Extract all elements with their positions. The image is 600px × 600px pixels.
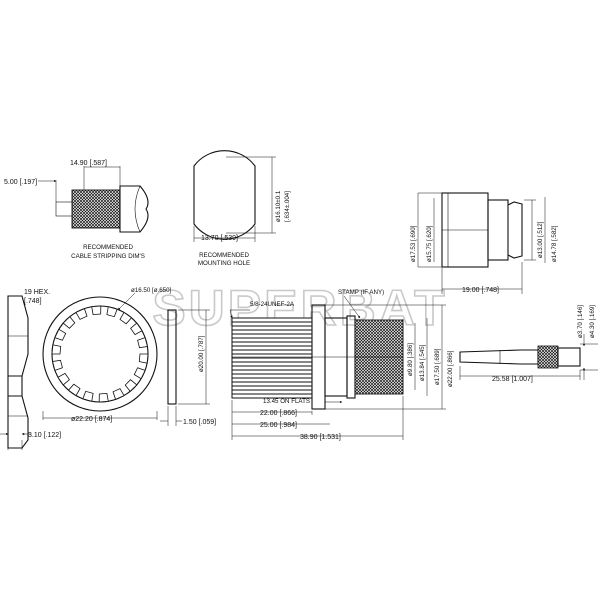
- flats-dim: 13.45 ON FLATS: [263, 398, 310, 405]
- washer-tooth: [82, 390, 94, 402]
- pin-d1: ø3.70 [.146]: [577, 305, 584, 338]
- mounting-hole-view: ø16.10±0.1 [.634±.004] 13.70 [.539] RECO…: [193, 150, 291, 267]
- contact-pin-view: ø3.70 [.146] ø4.30 [.169] 25.58 [1.007]: [459, 305, 598, 383]
- thread-spec: 5/8-24UNEF-2A: [250, 301, 295, 308]
- hole-dia-2: [.634±.004]: [284, 191, 291, 222]
- washer-tooth: [106, 306, 118, 318]
- ferrule-view: ø17.53 [.690] ø15.75 [.620] ø13.00 [.512…: [410, 192, 558, 294]
- washer-outer-dia: ø22.20 [.874]: [71, 416, 112, 423]
- strip-caption-2: CABLE STRIPPING DIM'S: [71, 253, 145, 260]
- watermark-text: SUPERBAT: [152, 280, 447, 336]
- washer-tooth: [75, 308, 88, 320]
- nut-thickness: 3.10 [.122]: [28, 432, 61, 439]
- ferrule-d4: ø14.78 [.582]: [551, 225, 558, 262]
- washer-tooth: [54, 328, 67, 341]
- washer-teeth: [51, 305, 149, 403]
- ferrule-length: 19.00 [.748]: [462, 287, 499, 294]
- washer-tooth: [124, 379, 138, 392]
- strip-dim-a: 5.00 [.197]: [4, 179, 37, 186]
- body-len-3: 38.90 [1.531]: [300, 434, 341, 441]
- strip-caption-1: RECOMMENDED: [83, 244, 133, 251]
- nut-hex-2: [.748]: [24, 298, 42, 305]
- washer-tooth: [130, 322, 143, 336]
- washer-inner-dia: ø16.50 [ø.650]: [131, 287, 172, 294]
- gasket-view: ø20.00 [.787] 1.50 [.059]: [160, 309, 216, 426]
- washer-tooth: [57, 372, 70, 386]
- ferrule-d1: ø17.53 [.690]: [410, 225, 417, 262]
- washer-tooth: [133, 367, 146, 380]
- body-d4: ø22.00 [.866]: [447, 350, 454, 387]
- pin-d2: ø4.30 [.169]: [589, 305, 596, 338]
- body-d3: ø17.50 [.689]: [434, 348, 441, 385]
- strip-dim-b: 14.90 [.587]: [70, 160, 107, 167]
- body-len-1: 22.00 [.866]: [260, 410, 297, 417]
- washer-tooth: [98, 392, 109, 403]
- ferrule-d2: ø15.75 [.620]: [426, 225, 433, 262]
- connector-body-view: 5/8-24UNEF-2A STAMP (IF ANY) ø9.80 [.386…: [229, 289, 454, 441]
- washer-tooth: [62, 316, 76, 329]
- hole-dia-1: ø16.10±0.1: [275, 190, 282, 222]
- hole-caption-1: RECOMMENDED: [199, 252, 249, 259]
- washer-tooth: [67, 383, 81, 397]
- stamp-note: STAMP (IF ANY): [338, 289, 384, 296]
- lock-washer-view: ø16.50 [ø.650] ø22.20 [.874]: [42, 287, 172, 423]
- washer-tooth: [51, 344, 62, 355]
- washer-tooth: [91, 305, 102, 316]
- hex-nut-view: 19 HEX. [.748] 3.10 [.122]: [0, 289, 61, 450]
- washer-tooth: [119, 311, 133, 325]
- ferrule-d3: ø13.00 [.512]: [537, 221, 544, 258]
- cable-stripping-view: 5.00 [.197] 14.90 [.587] RECOMMENDED CAB…: [4, 160, 149, 260]
- washer-tooth: [138, 353, 149, 364]
- gasket-dia: ø20.00 [.787]: [198, 335, 205, 372]
- washer-tooth: [52, 359, 63, 371]
- washer-tooth: [112, 388, 125, 400]
- nut-hex-1: 19 HEX.: [24, 289, 50, 296]
- gasket-thickness: 1.50 [.059]: [183, 419, 216, 426]
- hole-flat-dim: 13.70 [.539]: [201, 235, 238, 242]
- washer-tooth: [137, 337, 148, 349]
- body-d1: ø9.80 [.386]: [407, 343, 414, 376]
- pin-length: 25.58 [1.007]: [492, 376, 533, 383]
- body-len-2: 25.00 [.984]: [260, 422, 297, 429]
- hole-caption-2: MOUNTING HOLE: [198, 260, 250, 267]
- body-d2: ø13.84 [.545]: [419, 344, 426, 381]
